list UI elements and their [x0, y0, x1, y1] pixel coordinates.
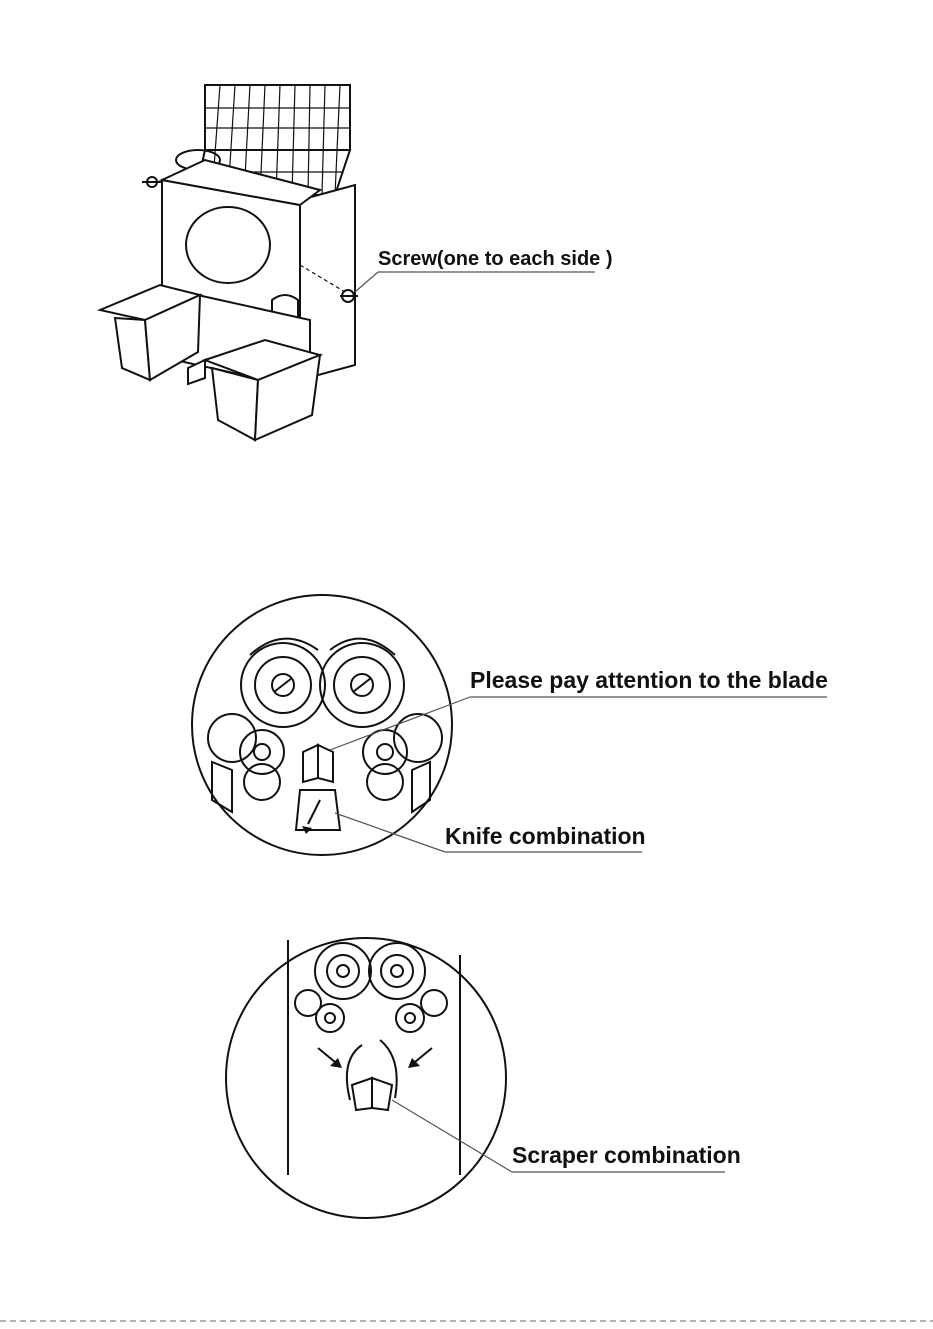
callout-blade: Please pay attention to the blade: [330, 667, 828, 750]
callout-label: Please pay attention to the blade: [470, 667, 828, 693]
callout-scraper: Scraper combination: [392, 1100, 741, 1172]
roller-icon: [320, 643, 404, 727]
arrow-icon: [318, 1048, 342, 1068]
roller-icon: [315, 943, 371, 999]
cup-icon: [208, 714, 284, 800]
scraper-icon: [347, 1040, 397, 1110]
cup-icon: [295, 990, 344, 1032]
arrow-icon: [408, 1048, 432, 1068]
roller-icon: [241, 643, 325, 727]
knife-icon: [296, 745, 340, 834]
juicer-machine-drawing: [100, 85, 358, 440]
callout-knife: Knife combination: [335, 813, 646, 852]
scraper-detail-view: [226, 938, 506, 1218]
roller-icon: [369, 943, 425, 999]
callout-label: Scraper combination: [512, 1142, 741, 1168]
callout-label: Knife combination: [445, 823, 646, 849]
callout-label: Screw(one to each side ): [378, 248, 613, 270]
cup-icon: [396, 990, 447, 1032]
blade-detail-view: [192, 595, 452, 855]
screw-icon: [142, 177, 162, 187]
callout-screw: Screw(one to each side ): [355, 248, 613, 292]
